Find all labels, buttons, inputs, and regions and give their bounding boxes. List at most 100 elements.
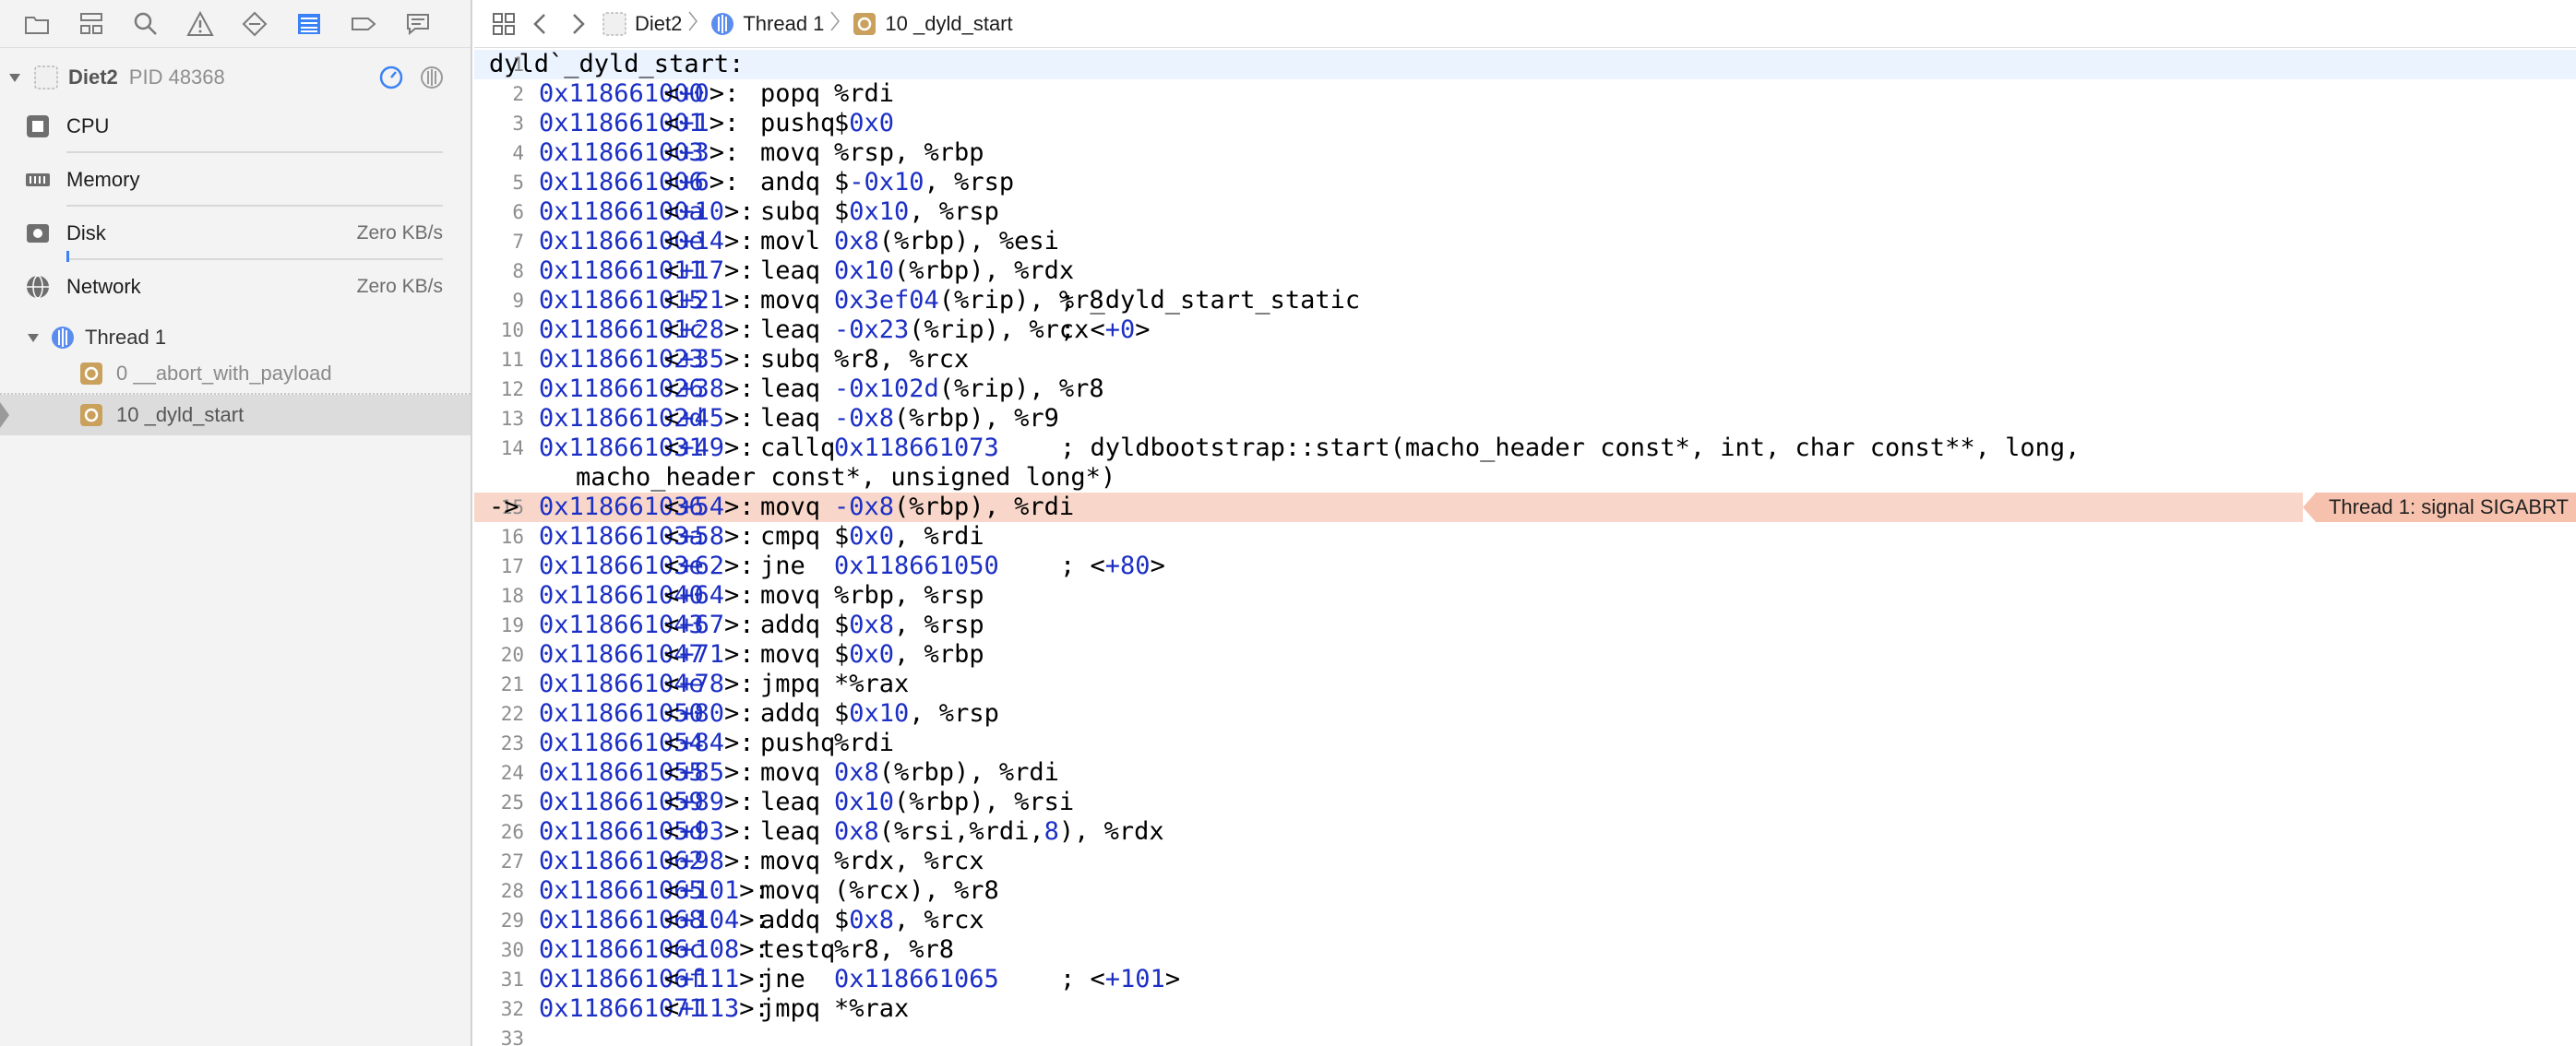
hierarchy-icon (80, 12, 102, 34)
frame-label: 0 __abort_with_payload (116, 362, 332, 385)
debug-navigator-tab[interactable] (294, 9, 324, 39)
code-line[interactable]: 15->0x118661036<+54>:movq-0x8(%rbp), %rd… (474, 493, 2576, 522)
instruction-operands: $0x10, %rsp (834, 197, 999, 226)
line-number: 5 (512, 172, 524, 194)
instruction-offset: <+54>: (664, 493, 755, 521)
instruction-mnemonic: popq (760, 79, 821, 108)
cpu-gauge[interactable]: CPU (0, 100, 471, 153)
line-number: 33 (500, 1028, 524, 1046)
back-button[interactable] (522, 7, 559, 41)
gauge-icon[interactable] (378, 65, 404, 90)
instruction-mnemonic: movq (760, 847, 821, 875)
code-line[interactable]: 33 (474, 1024, 2576, 1046)
instruction-operands: 0x118661073 (834, 434, 999, 462)
line-number: 1 (512, 53, 524, 76)
frame-gear-icon (80, 404, 102, 426)
instruction-offset: <+71>: (664, 640, 755, 669)
instruction-offset: <+38>: (664, 374, 755, 403)
instruction-offset: <+108>: (664, 935, 769, 964)
instruction-offset: <+80>: (664, 699, 755, 728)
breadcrumb-thread[interactable]: Thread 1 (710, 11, 824, 37)
line-number: 17 (500, 555, 524, 577)
search-icon (134, 12, 157, 35)
breadcrumb-frame[interactable]: 10 _dyld_start (852, 11, 1013, 37)
instruction-operands: %r8, %r8 (834, 935, 955, 964)
breakpoint-navigator-tab[interactable] (349, 9, 378, 39)
instruction-offset: <+104>: (664, 906, 769, 934)
source-control-navigator-tab[interactable] (77, 9, 106, 39)
forward-button[interactable] (559, 7, 596, 41)
stack-frame-0[interactable]: 0 __abort_with_payload (0, 354, 471, 395)
network-gauge[interactable]: Network Zero KB/s (0, 260, 471, 314)
jump-bar: Diet2 Thread 1 10 _dyld_start (474, 0, 2576, 48)
stack-frame-10[interactable]: 10 _dyld_start (0, 395, 471, 435)
project-navigator-tab[interactable] (22, 9, 52, 39)
disk-gauge[interactable]: Disk Zero KB/s (0, 207, 471, 262)
disclosure-down-icon[interactable] (24, 330, 42, 345)
instruction-mnemonic: movq (760, 138, 821, 167)
report-navigator-tab[interactable] (403, 9, 433, 39)
instruction-offset: <+0>: (664, 79, 740, 108)
thread-row[interactable]: Thread 1 (0, 319, 471, 356)
threads-icon[interactable] (419, 65, 445, 90)
instruction-mnemonic: leaq (760, 817, 821, 846)
globe-icon (27, 275, 49, 299)
line-number: 22 (500, 703, 524, 725)
gauge-divider (66, 251, 443, 262)
app-icon (602, 11, 626, 36)
line-number: 16 (500, 526, 524, 548)
instruction-operands: -0x102d(%rip), %r8 (834, 374, 1104, 403)
instruction-mnemonic: testq (760, 935, 836, 964)
instruction-mnemonic: leaq (760, 788, 821, 816)
test-navigator-tab[interactable] (240, 9, 269, 39)
instruction-address: 0x118661015 (539, 286, 704, 315)
issue-navigator-tab[interactable] (185, 9, 215, 39)
disclosure-down-icon[interactable] (6, 70, 24, 85)
instruction-address: 0x118661054 (539, 729, 704, 757)
signal-badge[interactable]: Thread 1: signal SIGABRT (2302, 493, 2576, 522)
instruction-address: 0x11866105d (539, 817, 704, 846)
line-number: 32 (500, 998, 524, 1020)
frame-label: 10 _dyld_start (116, 403, 244, 426)
process-row[interactable]: Diet2 PID 48368 (0, 59, 471, 96)
process-actions (378, 65, 445, 90)
related-items-button[interactable] (485, 7, 522, 41)
find-navigator-tab[interactable] (131, 9, 161, 39)
breadcrumb-project[interactable]: Diet2 (602, 11, 682, 37)
memory-gauge[interactable]: Memory (0, 153, 471, 207)
gauge-value: Zero KB/s (356, 276, 443, 297)
instruction-offset: <+98>: (664, 847, 755, 875)
